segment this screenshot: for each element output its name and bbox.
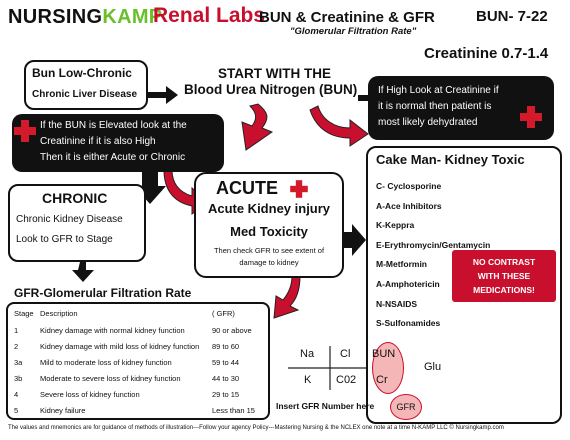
gfr-expansion: "Glomerular Filtration Rate" (290, 26, 417, 37)
row-gfr: 90 or above (212, 326, 252, 335)
arrow-acute-to-cakeman (340, 224, 366, 256)
gfr-stage-table: Stage Description ( GFR) 1 Kidney damage… (6, 302, 270, 420)
bun-high-line3: most likely dehydrated (378, 117, 478, 128)
col-description: Description (40, 309, 78, 318)
cake-man-list: C- Cyclosporine A-Ace Inhibitors K-Keppr… (376, 177, 552, 334)
start-line1: START WITH THE (218, 66, 331, 81)
acute-box: ACUTE Acute Kidney injury Med Toxicity T… (194, 172, 344, 278)
row-gfr: 59 to 44 (212, 358, 240, 367)
red-arrow-to-bunhigh (309, 105, 369, 147)
footer-note: The values and mnemonics are for guidanc… (8, 425, 504, 431)
bun-range: BUN- 7-22 (476, 8, 548, 25)
row-description: Kidney damage with mild loss of kidney f… (40, 342, 200, 351)
row-description: Kidney failure (40, 406, 86, 415)
brand-kamp: KAMP (102, 6, 163, 28)
row-stage: 5 (14, 406, 19, 415)
acute-title: ACUTE (216, 178, 278, 198)
gfr-circle: GFR (390, 394, 422, 420)
fishbone-co2: C02 (336, 374, 357, 386)
fishbone-glu: Glu (424, 361, 442, 373)
arrow-chronic-to-gfr (72, 262, 94, 282)
list-item: K-Keppra (376, 220, 415, 231)
list-item: M-Metformin (376, 259, 427, 270)
row-gfr: 89 to 60 (212, 342, 240, 351)
row-stage: 4 (14, 390, 19, 399)
row-gfr: 29 to 15 (212, 390, 240, 399)
list-item: E-Erythromycin/Gentamycin (376, 239, 491, 250)
warning-line2: WITH THESE (477, 271, 531, 281)
row-description: Kidney damage with normal kidney functio… (40, 326, 185, 335)
fishbone-bun: BUN (372, 348, 396, 360)
creatinine-range: Creatinine 0.7-1.4 (424, 45, 549, 62)
acute-red-cross-icon (290, 180, 308, 198)
bun-low-title: Bun Low-Chronic (32, 66, 132, 80)
acute-line2: Med Toxicity (230, 224, 308, 239)
bun-high-line1: If High Look at Creatinine if (378, 85, 499, 96)
elevated-line3: Then it is either Acute or Chronic (40, 152, 186, 163)
bun-cr-highlight (372, 342, 404, 394)
chronic-line1: Chronic Kidney Disease (16, 214, 123, 225)
row-gfr: Less than 15 (212, 406, 255, 415)
row-description: Severe loss of kidney function (40, 390, 140, 399)
elevated-line2: Creatinine if it is also High (40, 136, 156, 147)
elevated-red-cross-icon (14, 120, 36, 142)
col-stage: Stage (14, 309, 34, 318)
chronic-line2: Look to GFR to Stage (16, 234, 113, 245)
page-title: Renal Labs (153, 4, 266, 27)
gfr-heading: GFR-Glomerular Filtration Rate (14, 286, 192, 300)
chronic-box: CHRONIC Chronic Kidney Disease Look to G… (8, 184, 146, 262)
list-item: A-Amphotericin (376, 278, 440, 289)
acute-line1: Acute Kidney injury (207, 201, 331, 216)
row-stage: 1 (14, 326, 19, 335)
row-stage: 3a (14, 358, 23, 367)
bun-high-box: If High Look at Creatinine if it is norm… (368, 76, 554, 140)
red-arrow-acute-to-table (273, 275, 301, 319)
list-item: C- Cyclosporine (376, 181, 442, 191)
start-line2: Blood Urea Nitrogen (BUN) (184, 82, 358, 97)
row-gfr: 44 to 30 (212, 374, 240, 383)
red-arrow-start-down (241, 103, 274, 151)
bun-low-line2: Chronic Liver Disease (32, 89, 138, 100)
row-stage: 2 (14, 342, 19, 351)
warning-line3: MEDICATIONS! (473, 285, 535, 295)
chronic-title: CHRONIC (42, 190, 108, 206)
bun-elevated-box: If the BUN is Elevated look at the Creat… (12, 114, 224, 172)
list-item: S-Sulfonamides (376, 318, 441, 329)
fishbone-k: K (304, 374, 312, 386)
page-subtitle: BUN & Creatinine & GFR (259, 9, 435, 26)
col-gfr: ( GFR) (212, 309, 235, 318)
acute-note1: Then check GFR to see extent of (213, 246, 325, 255)
row-description: Mild to moderate loss of kidney function (40, 358, 172, 367)
arrow-bunlow-to-start (148, 86, 178, 104)
bun-high-red-cross-icon (520, 106, 542, 128)
arrow-elevated-to-chronic (134, 172, 166, 204)
brand-logo: NURSINGKAMP (8, 6, 162, 29)
row-description: Moderate to severe loss of kidney functi… (40, 374, 181, 383)
bun-high-line2: it is normal then patient is (378, 101, 492, 112)
warning-line1: NO CONTRAST (472, 257, 536, 267)
acute-note2: damage to kidney (239, 258, 299, 267)
fishbone-cr: Cr (376, 374, 388, 386)
bun-low-box: Bun Low-Chronic Chronic Liver Disease (24, 60, 148, 110)
fishbone-na: Na (300, 348, 315, 360)
cake-man-title: Cake Man- Kidney Toxic (376, 152, 525, 167)
list-item: N-NSAIDS (376, 298, 418, 309)
insert-gfr-note: Insert GFR Number here (276, 401, 375, 411)
no-contrast-warning: NO CONTRAST WITH THESE MEDICATIONS! (452, 250, 556, 302)
elevated-line1: If the BUN is Elevated look at the (40, 120, 187, 131)
fishbone-cl: Cl (340, 348, 351, 360)
brand-nursing: NURSING (8, 6, 103, 28)
row-stage: 3b (14, 374, 23, 383)
list-item: A-Ace Inhibitors (376, 200, 442, 211)
